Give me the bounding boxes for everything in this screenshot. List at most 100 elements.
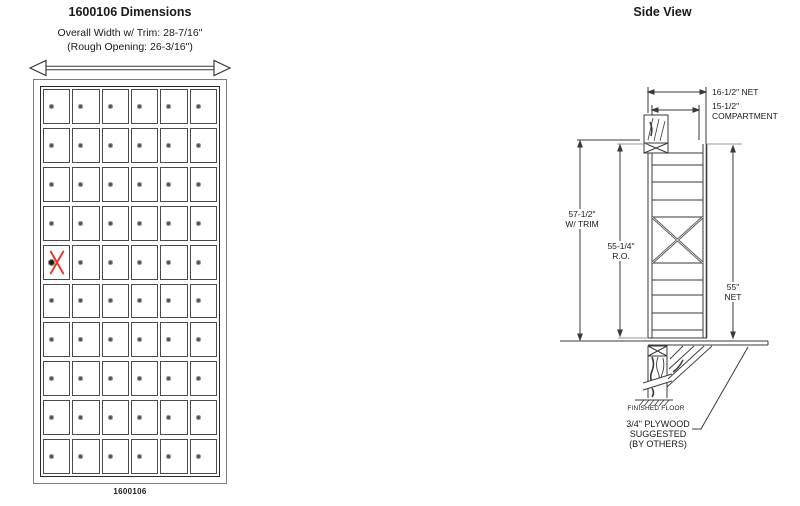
lock-icon — [137, 142, 142, 148]
compartment-door — [189, 283, 217, 319]
compartment-door — [189, 127, 217, 163]
lock-icon — [195, 337, 201, 343]
compartment-door — [131, 439, 159, 474]
compartment-door — [101, 361, 129, 397]
lock-icon — [107, 415, 113, 421]
compartment-door — [72, 283, 100, 319]
net-depth-label: 16-1/2" NET — [712, 87, 759, 97]
lock-icon — [137, 337, 142, 343]
compartment-door — [72, 400, 100, 436]
lock-icon — [137, 298, 142, 304]
lock-icon — [49, 220, 54, 226]
compartment-door — [101, 283, 129, 319]
compartment-door — [131, 400, 159, 436]
lock-icon — [49, 142, 54, 148]
lock-icon — [49, 181, 54, 187]
front-view-title: 1600106 Dimensions — [68, 5, 192, 19]
compartment-door — [43, 166, 71, 202]
compartment-door — [160, 283, 188, 319]
trim-frame — [33, 79, 227, 484]
lock-icon — [137, 220, 142, 226]
lock-icon — [195, 415, 201, 421]
compartment-door — [160, 127, 188, 163]
lock-icon — [195, 220, 201, 226]
lock-icon — [107, 376, 113, 382]
lock-icon — [107, 259, 113, 265]
lock-icon — [195, 103, 201, 109]
lock-icon — [166, 415, 172, 421]
compartment-door — [131, 127, 159, 163]
left-dimension-lines — [560, 139, 648, 342]
lock-icon — [137, 415, 142, 421]
red-x-mark-icon — [49, 249, 65, 276]
compartment-door — [131, 283, 159, 319]
rough-opening-label: 55-1/4" — [597, 241, 645, 251]
lock-icon — [137, 259, 142, 265]
lock-icon — [195, 142, 201, 148]
compartment-door — [72, 127, 100, 163]
compartment-door — [189, 244, 217, 280]
compartment-door — [131, 244, 159, 280]
compartment-door — [43, 283, 71, 319]
side-view-drawing — [560, 87, 769, 430]
compartment-door — [160, 205, 188, 241]
compartment-frame — [40, 86, 220, 477]
lock-icon — [195, 376, 201, 382]
lock-icon — [78, 142, 84, 148]
lock-icon — [166, 220, 172, 226]
compartment-door — [43, 400, 71, 436]
lock-icon — [107, 298, 113, 304]
compartment-door — [43, 244, 71, 280]
lock-icon — [195, 259, 201, 265]
compartment-door — [72, 244, 100, 280]
lock-icon — [49, 337, 54, 343]
lock-icon — [166, 454, 172, 460]
lock-icon — [78, 454, 84, 460]
compartment-door — [189, 205, 217, 241]
compartment-door — [189, 166, 217, 202]
model-number-label: 1600106 — [113, 487, 147, 496]
compartment-door — [101, 205, 129, 241]
compartment-door — [72, 322, 100, 358]
lock-icon — [78, 337, 84, 343]
compartment-door — [160, 439, 188, 474]
rough-opening-label-2: R.O. — [597, 251, 645, 261]
compartment-door — [101, 244, 129, 280]
lock-icon — [107, 220, 113, 226]
cabinet-section — [647, 143, 742, 339]
compartment-door — [131, 89, 159, 124]
diagonal-gusset — [666, 345, 713, 388]
lock-icon — [195, 181, 201, 187]
wall-support — [642, 345, 713, 398]
compartment-door — [101, 127, 129, 163]
compartment-door — [131, 205, 159, 241]
lock-icon — [49, 376, 54, 382]
lock-icon — [107, 181, 113, 187]
compartment-door — [160, 166, 188, 202]
lock-icon — [166, 376, 172, 382]
trim-height-label-2: W/ TRIM — [558, 219, 606, 229]
lock-icon — [195, 454, 201, 460]
compartment-door — [43, 361, 71, 397]
compartment-door — [43, 322, 71, 358]
plywood-leader-line — [692, 346, 749, 430]
lock-icon — [166, 259, 172, 265]
compartment-door — [43, 205, 71, 241]
compartment-door — [72, 205, 100, 241]
right-dimension-line — [730, 144, 736, 340]
finished-floor-label: FINISHED FLOOR — [627, 405, 685, 412]
lock-icon — [78, 103, 84, 109]
lock-icon — [137, 103, 142, 109]
compartment-door — [72, 439, 100, 474]
compartment-door — [43, 439, 71, 474]
compartment-door — [72, 89, 100, 124]
lock-icon — [78, 181, 84, 187]
compartment-door — [189, 89, 217, 124]
lock-icon — [49, 415, 54, 421]
compartment-door — [72, 166, 100, 202]
compartment-door — [160, 400, 188, 436]
plywood-note-line2: SUGGESTED — [629, 429, 687, 439]
lock-icon — [166, 103, 172, 109]
lock-icon — [78, 220, 84, 226]
net-height-label: 55" — [709, 282, 757, 292]
